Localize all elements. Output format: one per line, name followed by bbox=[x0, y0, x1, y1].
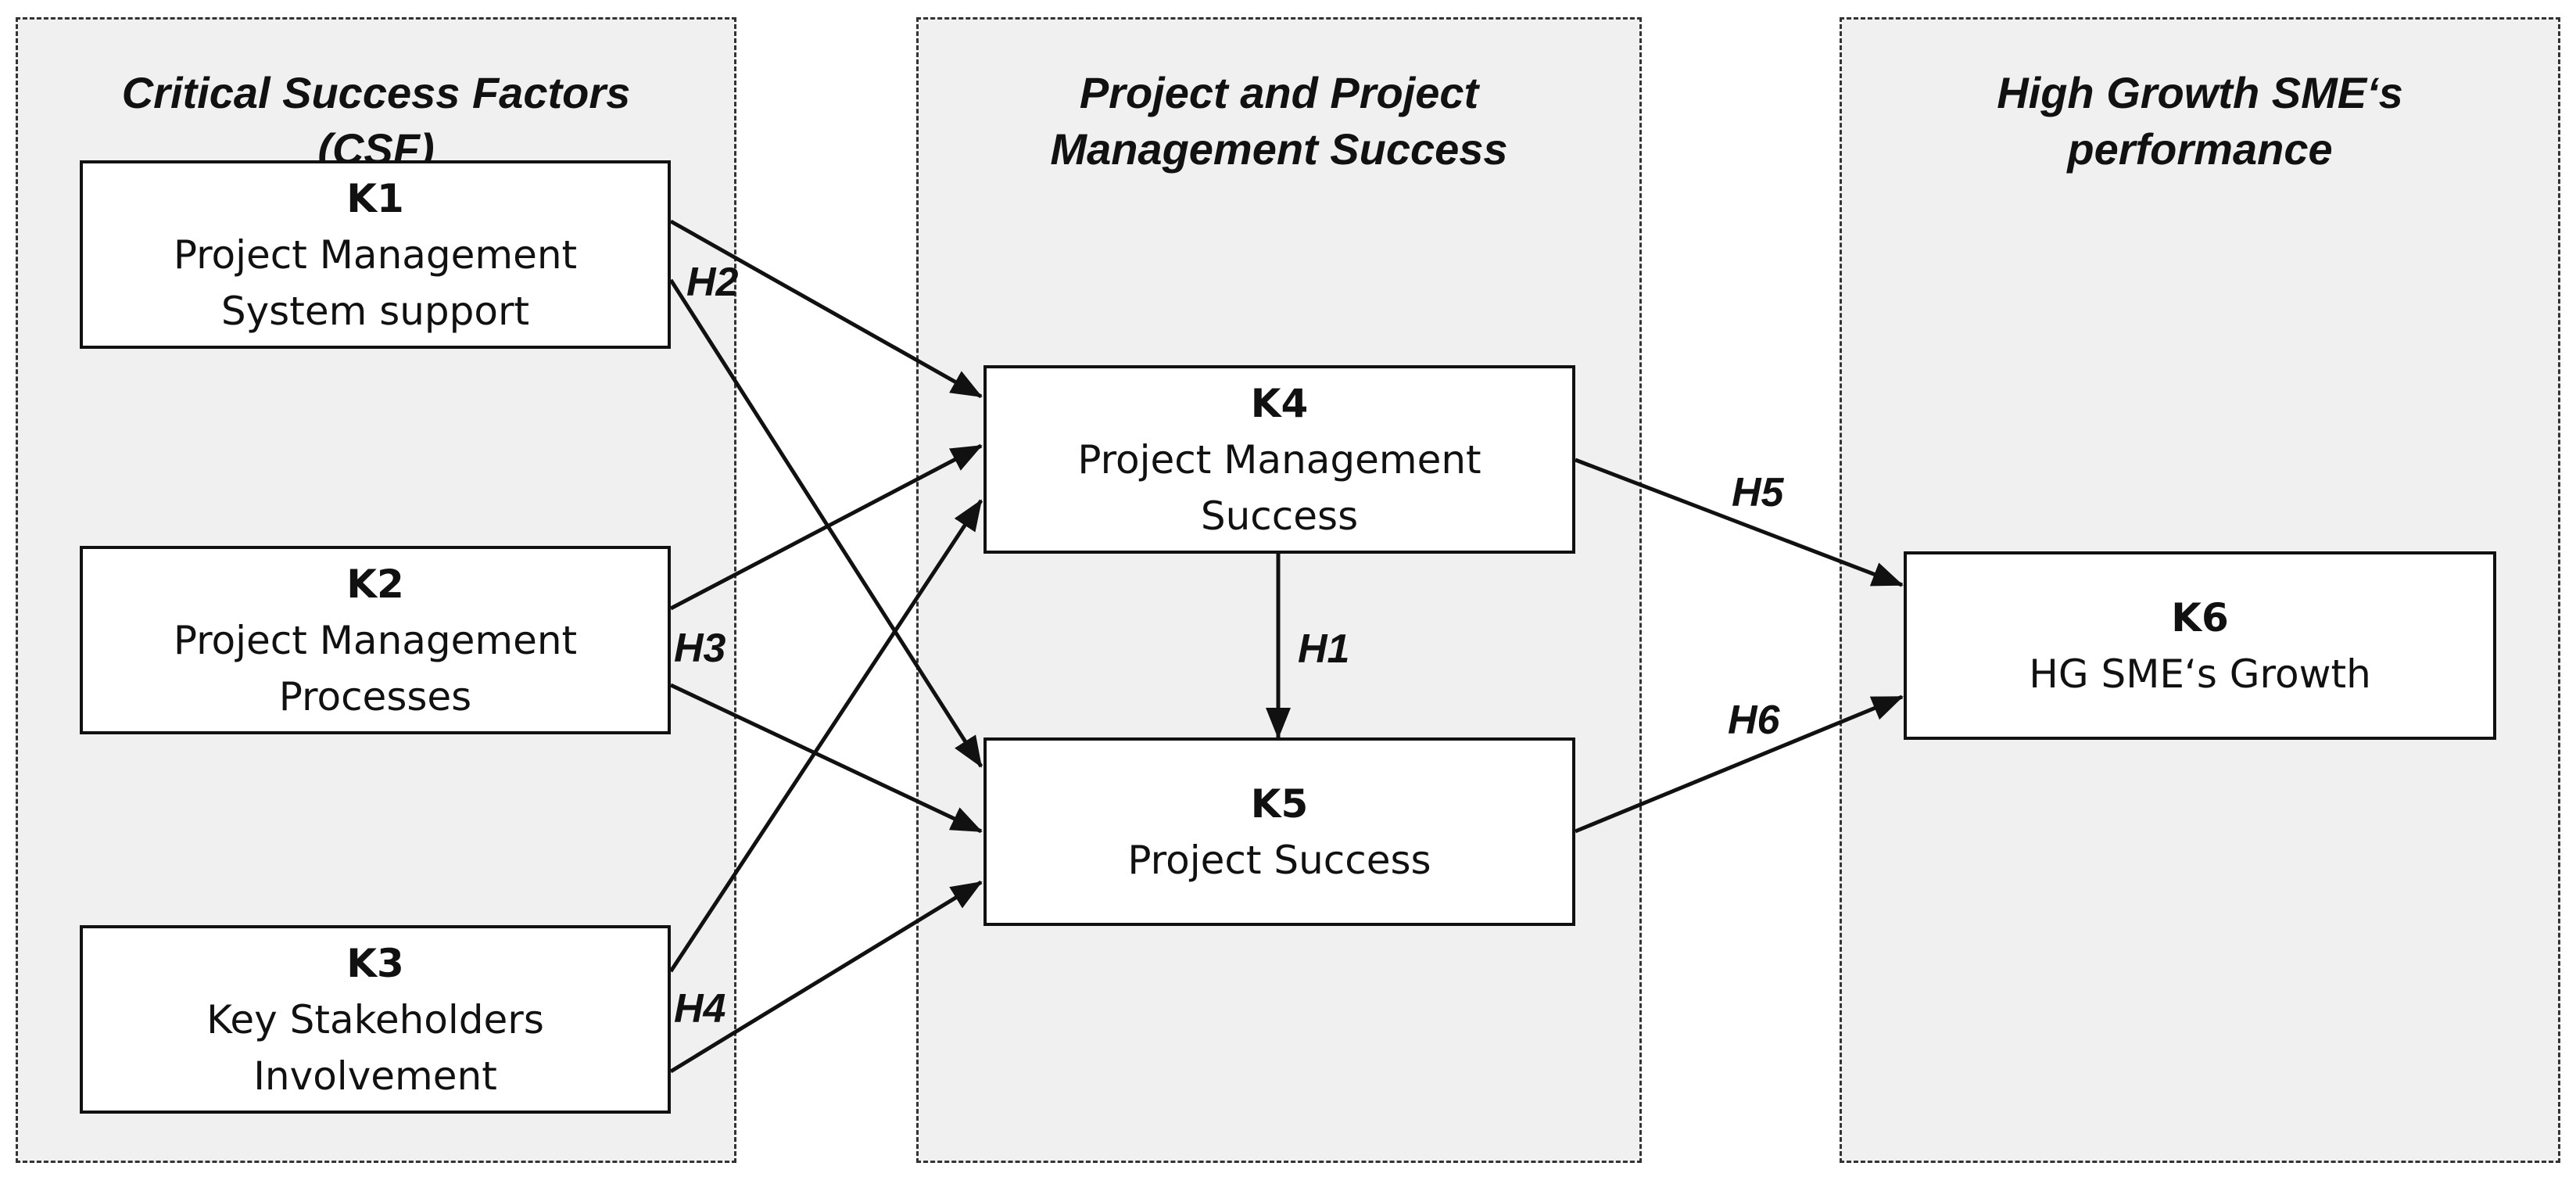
edge-k5-k6 bbox=[1575, 694, 1904, 834]
hypothesis-label-h3: H3 bbox=[674, 626, 726, 671]
node-code: K2 bbox=[346, 561, 404, 607]
node-k2: K2 Project Management Processes bbox=[80, 546, 671, 734]
node-k3: K3 Key Stakeholders Involvement bbox=[80, 925, 671, 1114]
panel-title-line: High Growth SME‘s bbox=[1997, 68, 2403, 117]
node-label-line: HG SME‘s Growth bbox=[2029, 651, 2371, 697]
edge-k4-k6 bbox=[1575, 458, 1904, 587]
node-label-line: Project Management bbox=[173, 231, 578, 278]
node-code: K4 bbox=[1250, 380, 1309, 426]
node-label-line: Project Management bbox=[173, 617, 578, 663]
node-label-line: Success bbox=[1200, 493, 1359, 539]
node-k6: K6 HG SME‘s Growth bbox=[1904, 551, 2496, 740]
hypothesis-label-h4: H4 bbox=[674, 986, 726, 1032]
node-k4: K4 Project Management Success bbox=[983, 365, 1575, 554]
node-label-line: System support bbox=[220, 288, 530, 334]
node-label-line: Project Management bbox=[1077, 436, 1481, 483]
hypothesis-label-h5: H5 bbox=[1732, 470, 1784, 515]
node-code: K3 bbox=[346, 940, 404, 986]
node-label-line: Processes bbox=[278, 673, 472, 719]
hypothesis-label-h2: H2 bbox=[686, 260, 739, 305]
panel-title-growth: High Growth SME‘s performance bbox=[1842, 65, 2558, 178]
edge-k1-k5 bbox=[668, 278, 983, 768]
edge-k2-k4 bbox=[669, 443, 983, 611]
panel-title-success: Project and Project Management Success bbox=[919, 65, 1639, 178]
panel-title-line: performance bbox=[2067, 124, 2333, 174]
edge-k2-k5 bbox=[669, 683, 983, 834]
hypothesis-label-h1: H1 bbox=[1298, 626, 1350, 672]
node-label-line: Key Stakeholders bbox=[206, 996, 544, 1042]
node-code: K5 bbox=[1250, 780, 1309, 827]
edge-k3-k5 bbox=[669, 880, 983, 1074]
node-label-line: Project Success bbox=[1127, 837, 1431, 883]
panel-title-line: Management Success bbox=[1050, 124, 1508, 174]
panel-title-line: Critical Success Factors bbox=[121, 68, 631, 117]
node-code: K6 bbox=[2171, 594, 2229, 641]
panel-title-line: Project and Project bbox=[1079, 68, 1479, 117]
node-k1: K1 Project Management System support bbox=[80, 160, 671, 349]
node-code: K1 bbox=[346, 175, 404, 221]
edge-k3-k4 bbox=[668, 499, 983, 973]
hypothesis-label-h6: H6 bbox=[1728, 698, 1780, 743]
node-k5: K5 Project Success bbox=[983, 737, 1575, 926]
node-label-line: Involvement bbox=[253, 1053, 497, 1099]
edge-k1-k4 bbox=[669, 219, 983, 399]
